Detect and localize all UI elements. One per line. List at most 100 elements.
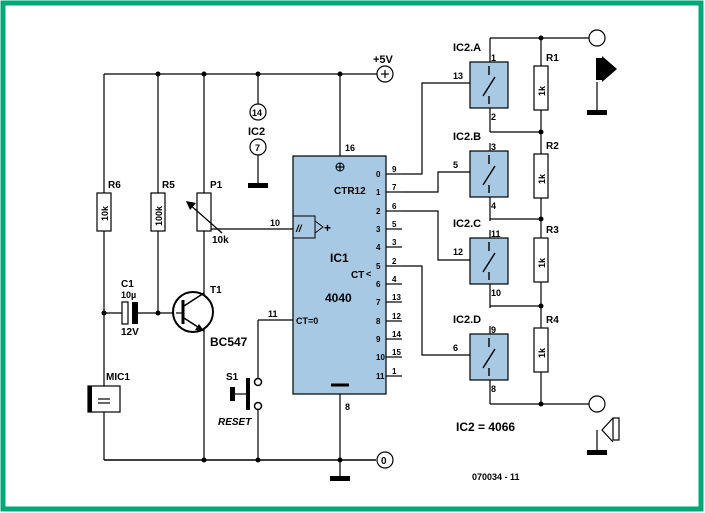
svg-text:5: 5 (376, 262, 381, 271)
svg-text:5: 5 (453, 160, 458, 170)
svg-text:13: 13 (453, 71, 463, 81)
svg-text:1: 1 (376, 188, 381, 197)
input-jack-terminal (588, 29, 606, 47)
ic2-switch: IC2.A 1 2 13 (453, 38, 509, 132)
ic1-4040: 16 CTR12 // + 10 IC1 CT < 4040 CT=0 8 09… (270, 74, 402, 460)
svg-text:12: 12 (392, 312, 401, 321)
svg-text:13: 13 (392, 293, 401, 302)
svg-text:IC2.A: IC2.A (453, 42, 481, 54)
svg-text:6: 6 (453, 343, 458, 353)
svg-text:10: 10 (270, 218, 280, 228)
r2-resistor: R2 1k (533, 141, 559, 199)
ic2-power-pins: 14 IC2 7 (248, 74, 268, 188)
svg-text:11: 11 (491, 229, 501, 239)
plus-5v-label: +5V (373, 54, 394, 66)
svg-text:CT=0: CT=0 (296, 316, 318, 326)
svg-text:6: 6 (376, 280, 381, 289)
svg-text:1k: 1k (537, 347, 547, 358)
svg-text:8: 8 (376, 317, 381, 326)
svg-text:1k: 1k (537, 173, 547, 184)
svg-text:7: 7 (376, 298, 381, 307)
r6-resistor: R6 10k (96, 74, 121, 380)
svg-text:MIC1: MIC1 (106, 372, 130, 383)
svg-text:S1: S1 (226, 372, 239, 383)
r5-resistor: R5 100k (150, 74, 175, 316)
svg-text:R5: R5 (162, 180, 175, 191)
svg-text://: // (295, 224, 303, 235)
svg-text:IC1: IC1 (330, 251, 349, 265)
svg-text:12: 12 (453, 247, 463, 257)
svg-text:3: 3 (491, 142, 496, 152)
svg-text:1: 1 (392, 367, 397, 376)
svg-text:0: 0 (376, 170, 381, 179)
r1-resistor: R1 1k (533, 53, 559, 111)
svg-text:2: 2 (392, 257, 397, 266)
svg-text:10: 10 (376, 353, 385, 362)
svg-text:R1: R1 (546, 53, 559, 64)
svg-text:5: 5 (392, 220, 397, 229)
svg-text:IC2.B: IC2.B (453, 131, 481, 143)
svg-text:CT: CT (351, 270, 364, 281)
svg-text:P1: P1 (210, 180, 223, 191)
svg-text:R6: R6 (108, 180, 121, 191)
output-network (490, 29, 606, 413)
output-connector-symbol (587, 417, 620, 455)
svg-text:9: 9 (392, 165, 397, 174)
svg-text:R2: R2 (546, 141, 559, 152)
ground-symbol (330, 476, 350, 481)
gnd-terminal (376, 451, 394, 469)
ic2-note: IC2 = 4066 (456, 420, 515, 434)
svg-text:4: 4 (392, 275, 397, 284)
svg-text:10k: 10k (212, 235, 229, 246)
ground-rail-bottom: 0 (104, 451, 394, 481)
svg-text:9: 9 (376, 335, 381, 344)
svg-text:+: + (324, 221, 331, 235)
figure-code: 070034 - 11 (472, 472, 520, 482)
svg-text:7: 7 (255, 143, 260, 153)
svg-text:14: 14 (392, 330, 401, 339)
svg-text:2: 2 (491, 112, 496, 122)
svg-text:1: 1 (491, 53, 496, 63)
svg-text:11: 11 (268, 309, 278, 319)
svg-text:T1: T1 (210, 285, 222, 296)
svg-text:10µ: 10µ (121, 290, 136, 300)
svg-text:RESET: RESET (218, 417, 252, 428)
svg-text:IC2.D: IC2.D (453, 314, 481, 326)
svg-text:2: 2 (376, 207, 381, 216)
s1-reset-switch: S1 RESET 11 (218, 309, 293, 460)
svg-text:4040: 4040 (325, 291, 352, 305)
svg-text:9: 9 (491, 325, 496, 335)
svg-text:BC547: BC547 (210, 335, 248, 349)
svg-text:IC2: IC2 (248, 126, 265, 138)
output-jack-terminal (588, 395, 606, 413)
mic1-microphone: MIC1 (87, 372, 130, 460)
svg-text:100k: 100k (154, 205, 164, 226)
p1-potentiometer: P1 10k (186, 74, 293, 460)
svg-text:14: 14 (252, 108, 262, 118)
svg-text:11: 11 (376, 372, 385, 381)
svg-text:12V: 12V (121, 327, 139, 338)
input-connector-symbol (587, 56, 617, 115)
svg-text:8: 8 (491, 384, 496, 394)
svg-text:10k: 10k (100, 205, 110, 221)
svg-text:3: 3 (392, 238, 397, 247)
svg-text:8: 8 (345, 402, 350, 412)
svg-text:1k: 1k (537, 85, 547, 96)
t1-transistor: T1 BC547 (172, 285, 248, 349)
control-wires (402, 82, 470, 356)
svg-text:7: 7 (392, 183, 397, 192)
svg-text:16: 16 (345, 143, 355, 153)
gnd-label: 0 (381, 456, 387, 467)
c1-capacitor: C1 10µ 12V (104, 279, 176, 338)
svg-text:15: 15 (392, 348, 401, 357)
svg-text:<: < (366, 269, 371, 279)
ic2-switch: IC2.D 9 8 6 (453, 314, 509, 404)
